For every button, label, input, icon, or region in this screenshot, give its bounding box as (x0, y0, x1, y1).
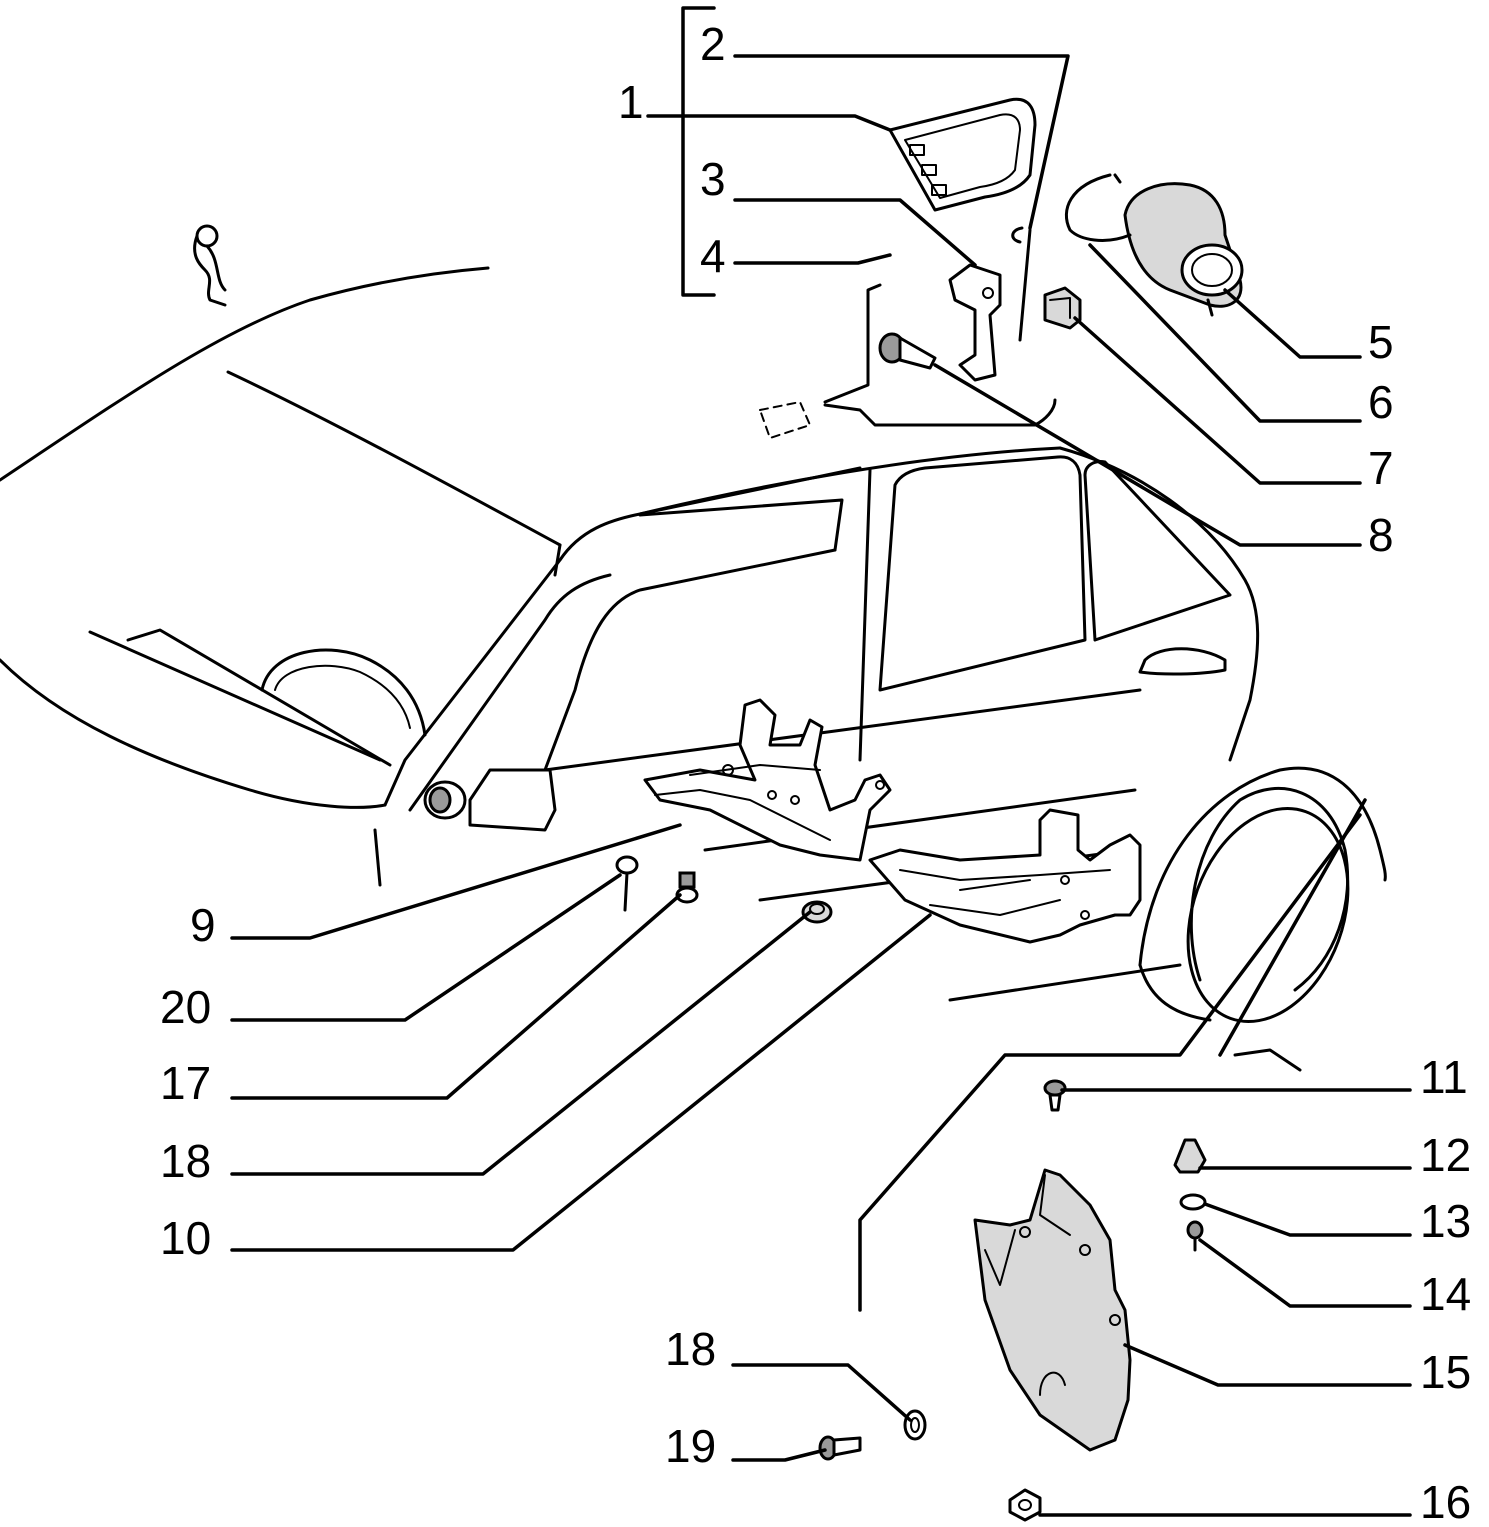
car-body-outline (0, 266, 1387, 1072)
part-9-front-under-panel (643, 698, 892, 862)
part-2-rod (1011, 226, 1032, 342)
callout-3: 3 (700, 153, 726, 205)
part-18-washer (903, 1409, 927, 1441)
part-12-nut-clip (1173, 1138, 1207, 1174)
part-13-washer (1179, 1193, 1207, 1211)
callout-8: 8 (1368, 509, 1394, 561)
callout-9: 9 (190, 899, 216, 951)
part-5-filler-housing (1123, 182, 1244, 317)
callout-17: 17 (160, 1057, 211, 1109)
callout-20: 20 (160, 981, 211, 1033)
part-20-pin (615, 855, 639, 912)
callout-15: 15 (1420, 1346, 1471, 1398)
part-18-grommet (801, 900, 833, 924)
part-1-cover-plate (888, 97, 1037, 212)
callout-18-bottom: 18 (665, 1323, 716, 1375)
part-15-wheel-arch-liner (973, 1168, 1132, 1452)
part-6-ring (1064, 173, 1132, 242)
part-17-bolt (675, 871, 699, 904)
part-3-bracket (948, 263, 1002, 382)
callout-10: 10 (160, 1212, 211, 1264)
part-10-rear-under-panel (868, 808, 1142, 944)
callout-14: 14 (1420, 1268, 1471, 1320)
group-bracket-1-4 (681, 6, 716, 297)
callout-11: 11 (1420, 1051, 1468, 1103)
part-14-screw (1186, 1220, 1204, 1252)
callout-6: 6 (1368, 376, 1394, 428)
leader-lines (230, 54, 1412, 1517)
callout-7: 7 (1368, 442, 1394, 494)
part-16-nut (1008, 1488, 1042, 1522)
callout-1: 1 (618, 76, 644, 128)
callout-2: 2 (700, 18, 726, 70)
callout-5: 5 (1368, 316, 1394, 368)
part-8-screw (878, 332, 937, 370)
callout-13: 13 (1420, 1195, 1471, 1247)
part-4-spring-clip (193, 224, 227, 307)
callout-18-left: 18 (160, 1135, 211, 1187)
part-7-clip (1043, 286, 1082, 330)
callout-12: 12 (1420, 1129, 1471, 1181)
callout-16: 16 (1420, 1476, 1471, 1527)
part-19-bolt (818, 1435, 862, 1461)
callout-labels: 1 2 3 4 5 6 7 8 9 20 17 18 10 11 12 13 1… (160, 18, 1471, 1527)
callout-4: 4 (700, 230, 726, 282)
callout-19: 19 (665, 1420, 716, 1472)
door-mirror (423, 768, 557, 832)
locator-outline (759, 283, 1057, 439)
part-11-clip (1043, 1079, 1067, 1112)
